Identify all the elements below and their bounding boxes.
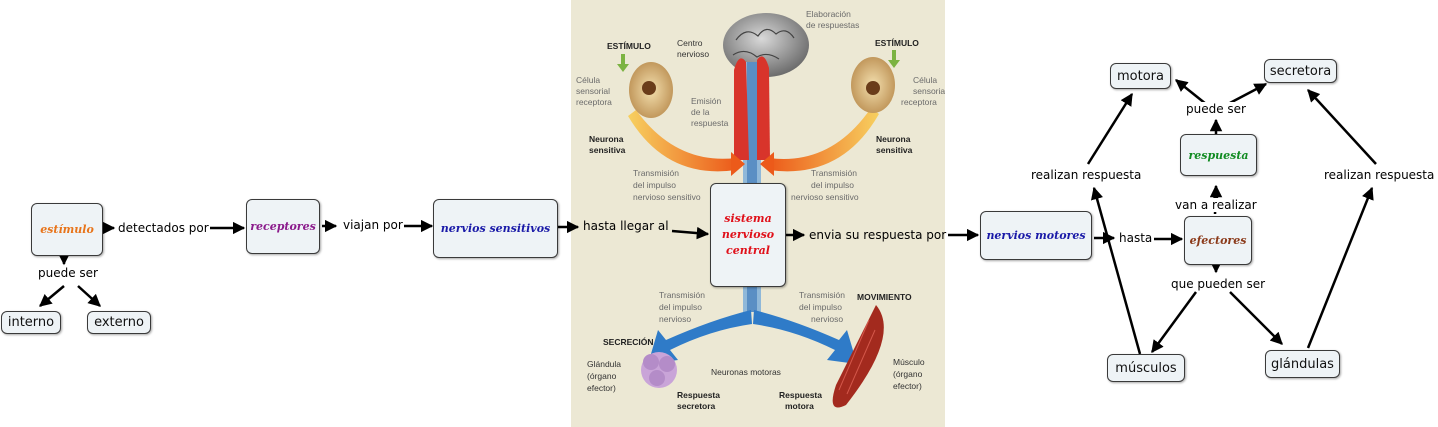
node-estimulo-label: estímulo — [40, 223, 94, 236]
node-interno-label: interno — [7, 315, 55, 330]
link-que-pueden-ser[interactable]: que pueden ser — [1170, 277, 1267, 291]
node-efectores[interactable]: efectores — [1184, 216, 1252, 265]
node-secretora[interactable]: secretora — [1264, 59, 1337, 83]
arrow-puede-interno — [39, 285, 65, 307]
link-realizan-respuesta-right[interactable]: realizan respuesta — [1323, 168, 1436, 182]
arrow-que-glandulas — [1229, 291, 1283, 345]
muscle-shape — [832, 305, 884, 408]
node-motora[interactable]: motora — [1110, 63, 1171, 89]
link-van-a-realizar[interactable]: van a realizar — [1174, 198, 1258, 212]
node-efectores-label: efectores — [1189, 234, 1247, 247]
svg-text:MOVIMIENTO: MOVIMIENTO — [857, 292, 912, 302]
svg-text:SECRECIÓN: SECRECIÓN — [603, 336, 654, 347]
node-glandulas-label: glándulas — [1271, 356, 1334, 372]
node-externo-label: externo — [94, 315, 144, 330]
node-musculos[interactable]: músculos — [1107, 354, 1185, 382]
arrow-que-musculos — [1150, 291, 1198, 354]
arrow-realizan-motora — [1086, 92, 1134, 165]
node-respuesta[interactable]: respuesta — [1180, 134, 1257, 176]
node-externo[interactable]: externo — [87, 311, 151, 334]
node-glandulas[interactable]: glándulas — [1265, 350, 1340, 378]
node-interno[interactable]: interno — [1, 311, 61, 334]
link-hasta-llegar-al[interactable]: hasta llegar al — [583, 219, 669, 233]
arrow-glandulas-realizan — [1306, 186, 1374, 349]
arrow-musculos-realizan — [1090, 186, 1142, 355]
link-envia-su-respuesta-por[interactable]: envia su respuesta por — [809, 228, 947, 242]
link-puede-ser-2[interactable]: puede ser — [1185, 102, 1247, 116]
arrow-hasta-llegar-snc — [671, 226, 710, 240]
node-snc-label: sistema nervioso central — [721, 212, 775, 257]
node-sistema-nervioso-central[interactable]: sistema nervioso central — [710, 183, 786, 287]
node-respuesta-label: respuesta — [1188, 148, 1249, 162]
arrow-realizan-secretora — [1307, 89, 1377, 165]
link-detectados-por[interactable]: detectados por — [117, 221, 210, 235]
node-secretora-label: secretora — [1269, 63, 1332, 79]
link-realizan-respuesta-left[interactable]: realizan respuesta — [1030, 168, 1143, 182]
node-musculos-label: músculos — [1115, 360, 1177, 376]
node-nervios-sensitivos-label: nervios sensitivos — [440, 222, 551, 235]
node-nervios-sensitivos[interactable]: nervios sensitivos — [433, 199, 558, 258]
arrow-puede-externo — [77, 285, 101, 307]
node-motora-label: motora — [1117, 68, 1164, 84]
node-nervios-motores-label: nervios motores — [986, 229, 1086, 242]
node-estimulo[interactable]: estímulo — [31, 203, 103, 256]
svg-text:ESTÍMULO: ESTÍMULO — [607, 41, 651, 51]
arrow-puede-secretora — [1227, 82, 1268, 106]
arrow-puede-motora — [1175, 79, 1207, 105]
link-hasta[interactable]: hasta — [1118, 231, 1154, 245]
link-viajan-por[interactable]: viajan por — [342, 218, 404, 232]
link-puede-ser-1[interactable]: puede ser — [37, 266, 99, 280]
svg-text:Neuronas motoras: Neuronas motoras — [711, 367, 781, 377]
node-receptores-label: receptores — [250, 220, 316, 233]
node-receptores[interactable]: receptores — [246, 199, 320, 254]
svg-text:ESTÍMULO: ESTÍMULO — [875, 38, 919, 48]
node-nervios-motores[interactable]: nervios motores — [980, 211, 1092, 260]
